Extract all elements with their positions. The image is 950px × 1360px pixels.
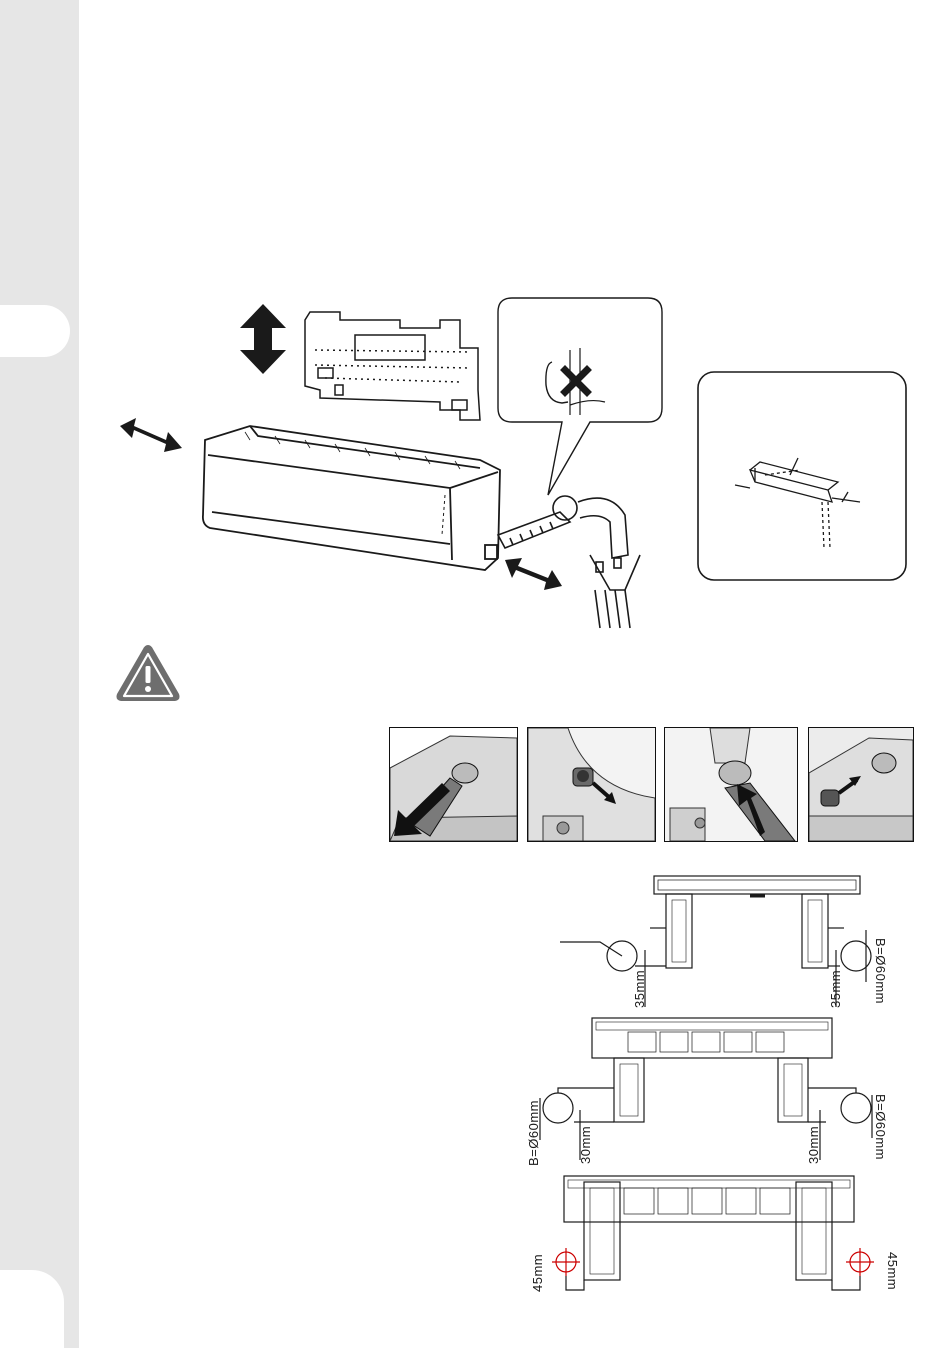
page-corner-tab [0,1270,64,1360]
mounting-plate [305,312,480,420]
plate-diagram-3 [552,1176,874,1290]
dim-label-fig1-hole: B=Ø60mm [873,938,888,1004]
double-arrow-icon [120,418,182,452]
photo-step-3 [664,727,798,842]
dim-label-fig1-right: 35mm [828,970,843,1008]
photo-step-4 [808,727,914,842]
chapter-tab [0,305,70,357]
dim-label-fig3-right: 45mm [885,1252,900,1290]
double-arrow-icon [240,304,286,374]
callout-detail [498,298,662,495]
page-sidebar [0,0,79,1348]
dim-label-fig3-left: 45mm [530,1254,545,1292]
detail-box [698,372,906,580]
photo-step-1 [389,727,518,842]
indoor-unit-installation-figure [100,290,920,630]
indoor-unit [203,426,500,570]
mounting-plate-dimension-diagrams: 35mm 35mm B=Ø60mm B=Ø60mm 30mm 30mm B=Ø6… [520,870,920,1310]
photo-step-2 [527,727,656,842]
dim-label-fig2-left: 30mm [578,1126,593,1164]
dim-label-fig1-left: 35mm [632,970,647,1008]
double-arrow-icon [505,558,562,590]
dim-label-fig2-left-hole: B=Ø60mm [526,1100,541,1166]
plate-diagram-1 [560,876,871,1007]
dim-label-fig2-right-hole: B=Ø60mm [873,1094,888,1160]
warning-triangle-icon [114,642,182,704]
dim-label-fig2-right: 30mm [806,1126,821,1164]
